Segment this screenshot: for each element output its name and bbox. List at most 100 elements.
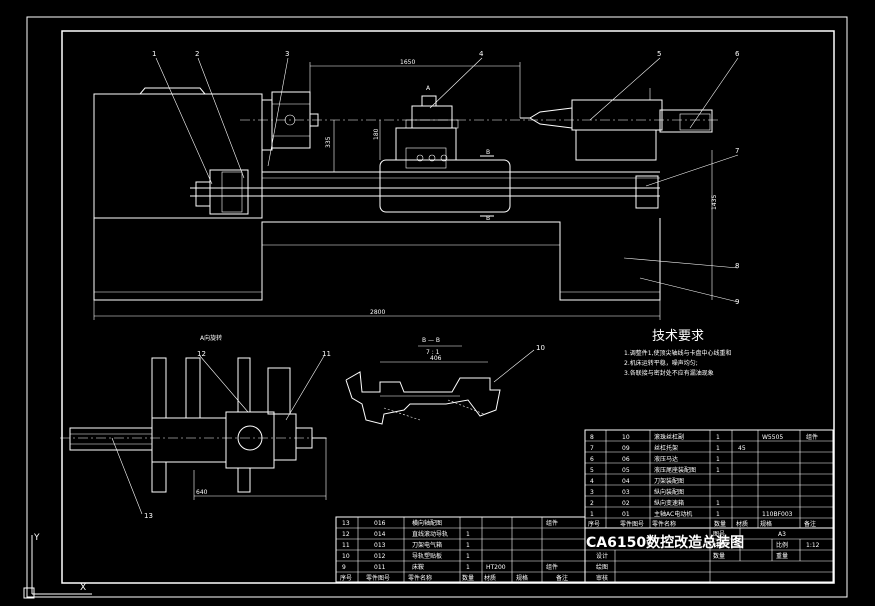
- dim-left-w: 640: [196, 489, 208, 496]
- bom-upper-cell: 01: [622, 511, 630, 518]
- inner-frame: [61, 30, 835, 584]
- bom-upper-cell: 03: [622, 489, 630, 496]
- bom-upper-cell: 1: [716, 456, 720, 463]
- bom-lower-header: 备注: [556, 574, 568, 582]
- section-bb: B — B 7 : 1 406 10: [345, 337, 545, 425]
- lathe-main-view: [93, 62, 720, 320]
- balloon-1: 1: [152, 50, 156, 58]
- tb-sheji: 设计: [596, 552, 608, 560]
- balloon-7: 7: [735, 147, 739, 155]
- a-view-label: A向旋转: [200, 334, 222, 342]
- balloon-10: 10: [536, 344, 545, 352]
- bom-lower-cell: 1: [466, 531, 470, 538]
- svg-text:Y: Y: [33, 533, 40, 543]
- outer-frame: [26, 16, 848, 598]
- title-block: CA6150数控改造总装图 图号 A3 材料 比例 1:12 数量 重量 设计 …: [584, 527, 834, 583]
- tb-tuhao: 图号: [713, 531, 725, 538]
- balloon-4: 4: [479, 50, 484, 58]
- section-scale: 7 : 1: [426, 349, 440, 356]
- bom-lower-cell: 016: [374, 520, 386, 527]
- bom-lower-cell: 011: [374, 564, 386, 571]
- tech-line-1: 1.调整件1,使顶尖轴线与卡盘中心线重和: [624, 349, 731, 357]
- drawing-title: CA6150数控改造总装图: [586, 534, 744, 551]
- bom-lower-cell: 1: [466, 542, 470, 549]
- bom-upper-cell: 45: [738, 445, 746, 452]
- bom-upper-cell: W5505: [762, 434, 783, 441]
- bom-lower-cell: 13: [342, 520, 350, 527]
- bom-upper-cell: 110BF003: [762, 511, 793, 518]
- dim-section-w: 406: [430, 355, 442, 362]
- tb-bili-val: 1:12: [806, 542, 820, 549]
- bom-upper-cell: 1: [716, 500, 720, 507]
- bom-upper-cell: 丝杠托架: [654, 444, 678, 452]
- bom-lower-header: 规格: [516, 574, 528, 582]
- dim-height: 335: [325, 136, 332, 148]
- tb-a3: A3: [778, 531, 786, 538]
- bom-upper-cell: 04: [622, 478, 630, 485]
- tb-shuliang: 数量: [713, 552, 725, 560]
- bom-lower-header: 数量: [462, 574, 474, 582]
- bom-upper-cell: 10: [622, 434, 630, 441]
- bom-lower-header: 零件名称: [408, 574, 432, 582]
- bom-upper-cell: 组件: [806, 433, 818, 441]
- balloon-8: 8: [735, 262, 739, 270]
- bom-lower-cell: 1: [466, 553, 470, 560]
- section-label: B — B: [422, 337, 440, 344]
- bom-upper-cell: 05: [622, 467, 630, 474]
- bom-upper-header: 零件图号: [620, 520, 644, 528]
- dim-top: 1650: [400, 59, 415, 66]
- bom-lower-cell: 10: [342, 553, 350, 560]
- bom-upper-cell: 主轴AC电动机: [654, 510, 692, 518]
- balloon-3: 3: [285, 50, 289, 58]
- balloon-5: 5: [657, 50, 661, 58]
- bom-upper-cell: 纵向装配图: [654, 488, 684, 496]
- bom-upper-cell: 纵向变速箱: [654, 499, 684, 507]
- bom-upper-cell: 液压马达: [654, 455, 678, 463]
- bom-lower-cell: 014: [374, 531, 386, 538]
- bom-upper-header: 数量: [714, 520, 726, 528]
- bom-upper-header: 零件名称: [652, 520, 676, 528]
- bom-lower-cell: 012: [374, 553, 386, 560]
- bom-upper-cell: 5: [590, 467, 594, 474]
- bom-lower-cell: 013: [374, 542, 386, 549]
- bom-lower-cell: 11: [342, 542, 350, 549]
- leaders-main: [155, 57, 739, 303]
- dim-mid: 180: [373, 128, 380, 140]
- bom-upper-cell: 1: [716, 467, 720, 474]
- balloon-6: 6: [735, 50, 740, 58]
- tb-cailiao: 材料: [713, 541, 725, 549]
- bom-lower-cell: 9: [342, 564, 346, 571]
- bom-upper-cell: 8: [590, 434, 594, 441]
- b-mark-bottom: B: [486, 215, 490, 222]
- bom-lower-cell: 导轨塑贴板: [412, 552, 442, 560]
- bom-upper-header: 序号: [588, 520, 600, 528]
- bom-upper-header: 备注: [804, 520, 816, 528]
- b-mark-top: B: [486, 149, 490, 156]
- bom-lower-cell: 床鞍: [412, 563, 424, 571]
- balloon-9: 9: [735, 298, 739, 306]
- balloon-12: 12: [197, 350, 206, 358]
- bom-lower-cell: HT200: [486, 564, 506, 571]
- tech-requirements: 技术要求 1.调整件1,使顶尖轴线与卡盘中心线重和 2.机床运转平稳，噪声均匀;…: [624, 329, 731, 377]
- tech-heading: 技术要求: [652, 329, 704, 344]
- balloon-labels-main: 1 2 3 4 5 6 7 8 9: [152, 50, 740, 306]
- a-view: A向旋转 12 11 13 640: [60, 334, 331, 520]
- bom-upper-cell: 1: [716, 511, 720, 518]
- bom-upper-header: 规格: [760, 520, 772, 528]
- bom-lower-cell: 横向轴配图: [412, 519, 442, 527]
- tech-line-3: 3.各联接与密封处不应有漏油现象: [624, 369, 714, 377]
- bom-upper-cell: 3: [590, 489, 594, 496]
- balloon-13: 13: [144, 512, 153, 520]
- bom-upper-cell: 刀架装配图: [654, 477, 684, 485]
- svg-text:X: X: [80, 583, 86, 593]
- tb-bili: 比例: [776, 541, 788, 549]
- bom-lower-cell: 直线滚动导轨: [412, 530, 448, 538]
- bom-lower-cell: 组件: [546, 563, 558, 571]
- tb-shenhe: 审核: [596, 574, 608, 582]
- bom-lower-cell: 1: [466, 564, 470, 571]
- bom-upper-cell: 6: [590, 456, 594, 463]
- bom-lower-cell: 刀架电气箱: [412, 541, 442, 549]
- bom-lower: [335, 516, 586, 583]
